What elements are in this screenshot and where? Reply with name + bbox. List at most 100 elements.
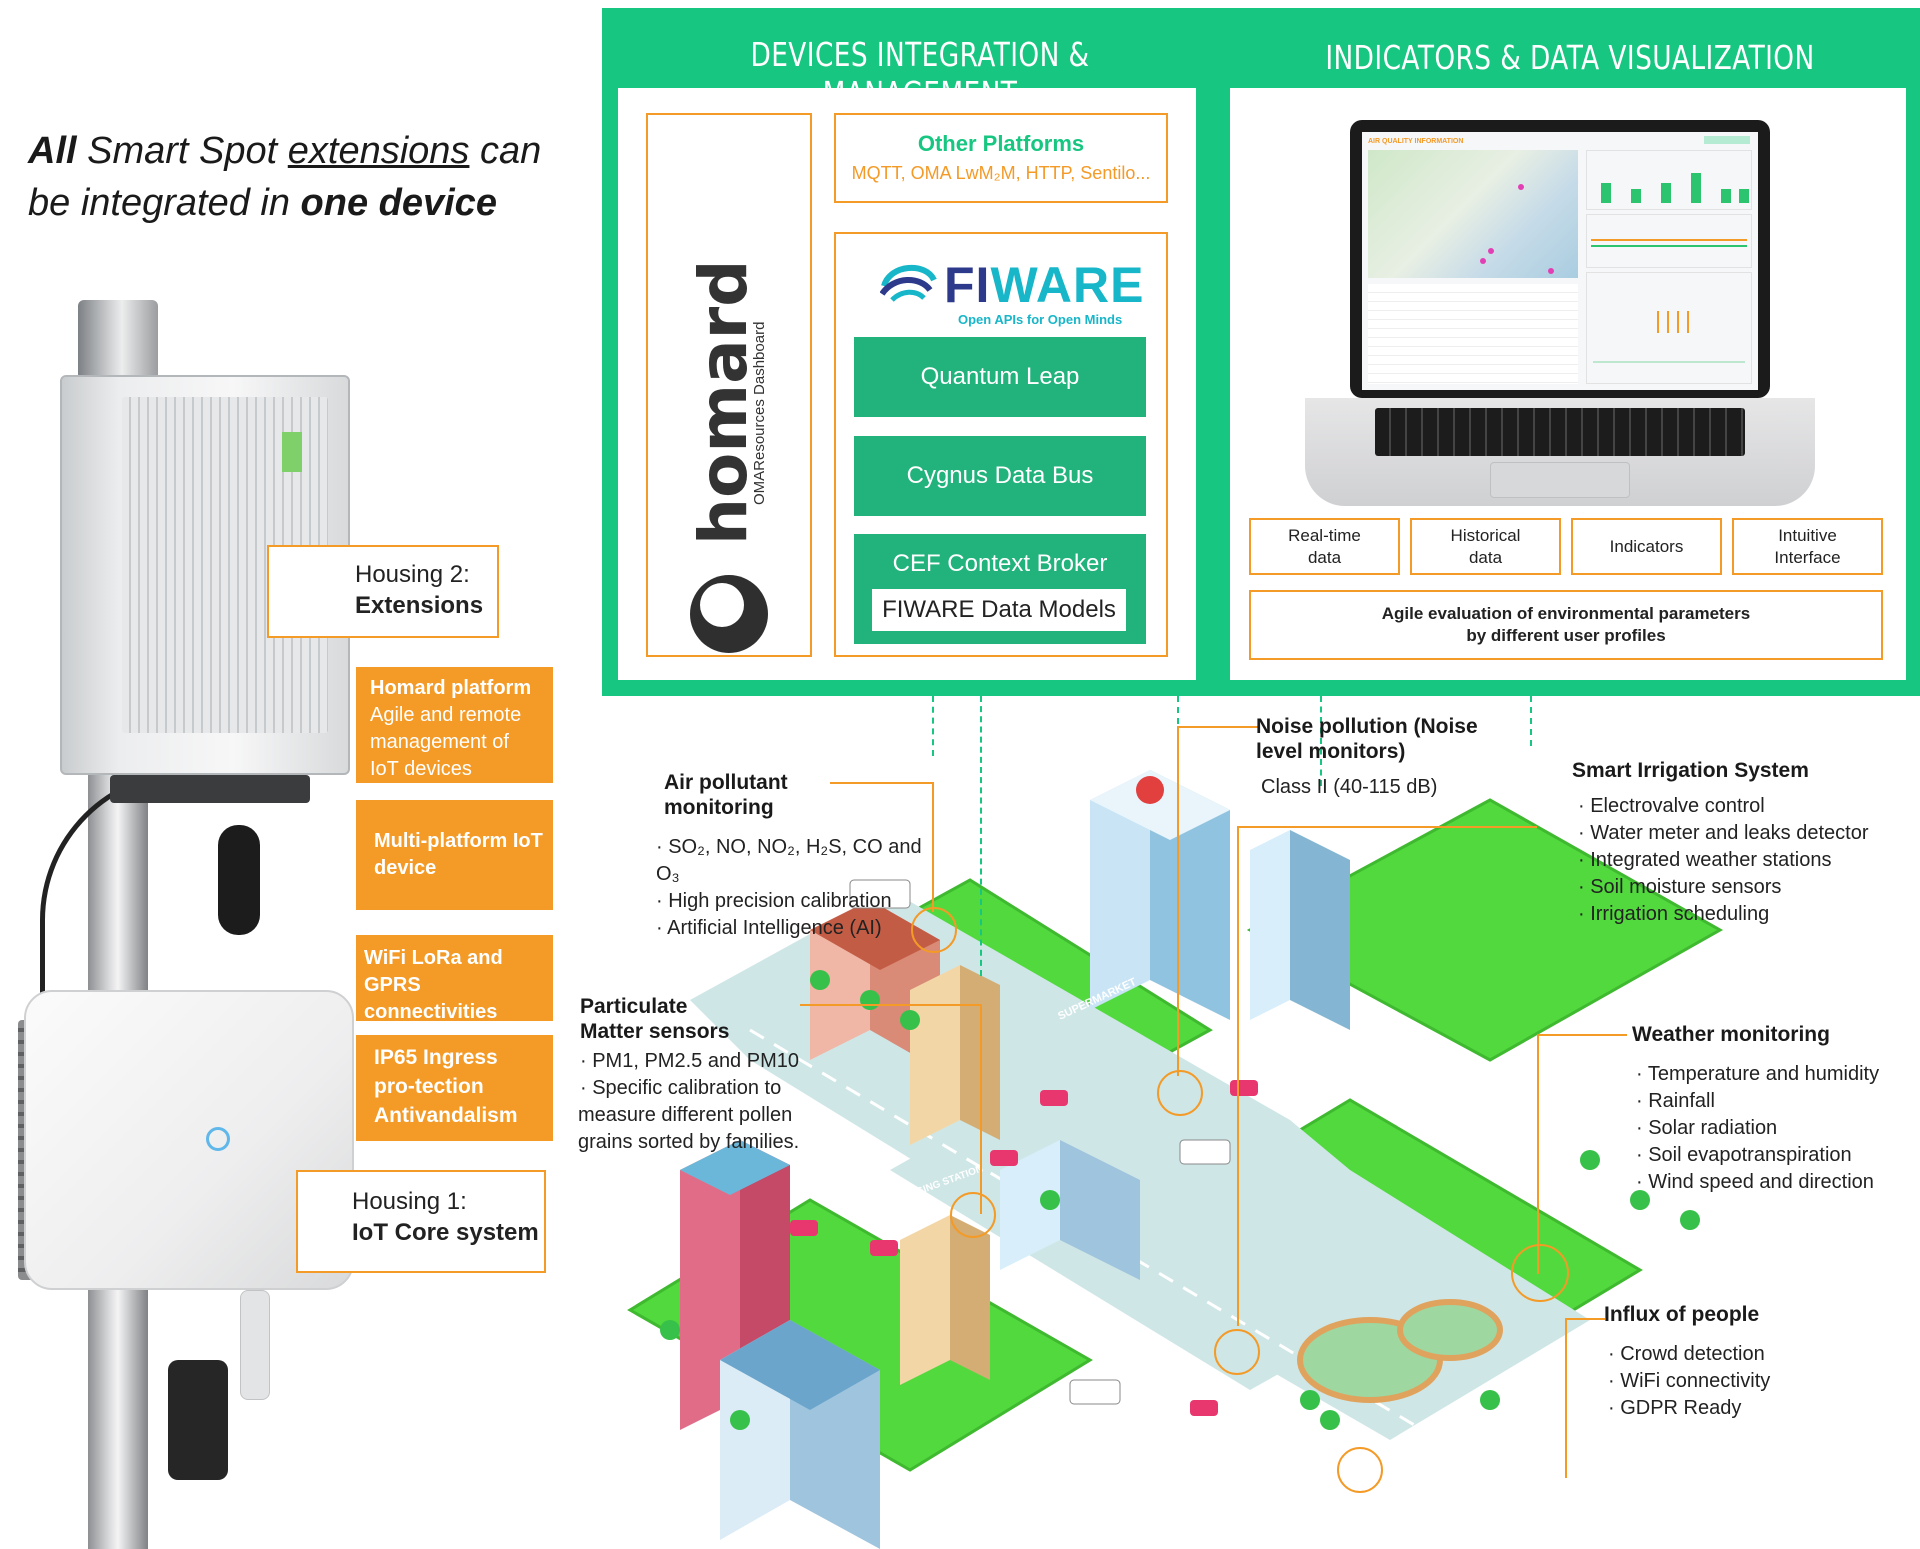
- label-intuitive-line2: Interface: [1774, 547, 1841, 567]
- air-item-3: Artificial Intelligence (AI): [656, 915, 924, 942]
- irrigation-item-1: Electrovalve control: [1578, 793, 1912, 820]
- dashboard-screen: AIR QUALITY INFORMATION: [1362, 132, 1758, 390]
- cef-broker-block: CEF Context Broker FIWARE Data Models: [854, 534, 1146, 644]
- pm-title-1: Particulate: [580, 995, 688, 1018]
- air-item-2: High precision calibration: [656, 888, 924, 915]
- leader-pm-v: [980, 1004, 982, 1214]
- annotation-influx: Influx of people Crowd detection WiFi co…: [1604, 1302, 1844, 1422]
- influx-item-1: Crowd detection: [1608, 1341, 1844, 1368]
- pm-sensor: [168, 1360, 228, 1480]
- leader-noise-h: [1177, 726, 1259, 728]
- weather-item-1: Temperature and humidity: [1636, 1061, 1912, 1088]
- weather-item-2: Rainfall: [1636, 1088, 1912, 1115]
- noise-detail: Class II (40-115 dB): [1261, 776, 1438, 798]
- leader-weather-v: [1537, 1034, 1539, 1274]
- annotation-irrigation: Smart Irrigation System Electrovalve con…: [1572, 758, 1912, 928]
- homard-logo-icon: [690, 575, 768, 653]
- fiware-box: FIWARE Open APIs for Open Minds Quantum …: [834, 232, 1168, 657]
- leader-influx-h: [1565, 1318, 1605, 1320]
- air-item-1: SO₂, NO, NO₂, H₂S, CO and O₃: [656, 834, 924, 888]
- irrigation-title: Smart Irrigation System: [1572, 759, 1809, 782]
- housing-2-title: Housing 2:: [355, 561, 470, 588]
- smart-city-illustration: SUPERMARKET CHARGING STATION: [627, 770, 1724, 1549]
- fiware-ware: WARE: [990, 257, 1145, 313]
- homard-subtitle: OMAResources Dashboard: [751, 321, 768, 505]
- dashboard-map: [1368, 150, 1578, 278]
- headline-extensions: extensions: [287, 130, 470, 172]
- housing-1-label: Housing 1: IoT Core system: [296, 1170, 546, 1273]
- feature-homard-text: Agile and remote management of IoT devic…: [370, 704, 522, 780]
- influx-item-2: WiFi connectivity: [1608, 1368, 1844, 1395]
- building-beige-block: [910, 965, 1000, 1145]
- leader-irrigation-v: [1237, 826, 1239, 1326]
- leader-influx-v: [1565, 1318, 1567, 1478]
- fiware-wordmark: FIWARE: [944, 256, 1144, 314]
- pole-cap: [78, 300, 158, 380]
- noise-title-1: Noise pollution (Noise: [1256, 715, 1478, 738]
- label-historical-line1: Historical: [1450, 525, 1521, 545]
- sensor-pm-marker: [950, 1192, 996, 1238]
- fiware-fi: FI: [944, 257, 991, 313]
- influx-item-3: GDPR Ready: [1608, 1395, 1844, 1422]
- dashboard-button: [1704, 136, 1750, 144]
- connector-strip: [110, 775, 310, 803]
- label-indicators-line1: Indicators: [1609, 536, 1684, 556]
- feature-multiplatform-title: Multi-platform IoT device: [374, 830, 543, 879]
- annotation-weather: Weather monitoring Temperature and humid…: [1632, 1022, 1912, 1196]
- pm-extra-1: measure different pollen: [578, 1104, 793, 1126]
- homard-box: homard OMAResources Dashboard: [646, 113, 812, 657]
- feature-connectivity: WiFi LoRa and GPRS connectivities: [356, 935, 553, 1023]
- leader-irrigation-h: [1237, 826, 1537, 828]
- device-sticker: [282, 432, 302, 472]
- feature-connectivity-title: WiFi LoRa and GPRS connectivities: [364, 947, 503, 1023]
- headline-can: can: [469, 130, 542, 172]
- laptop-screen: AIR QUALITY INFORMATION: [1350, 120, 1770, 398]
- dash-connector-2: [980, 696, 982, 976]
- pm-item-1: PM1, PM2.5 and PM10: [580, 1048, 810, 1075]
- air-title-2: monitoring: [664, 796, 774, 819]
- dash-connector-4: [1320, 696, 1322, 786]
- influx-title: Influx of people: [1604, 1303, 1760, 1326]
- other-platforms-list: MQTT, OMA LwM₂M, HTTP, Sentilo...: [851, 163, 1151, 183]
- pm-extra-2: grains sorted by families.: [578, 1131, 800, 1153]
- pm-title-2: Matter sensors: [580, 1020, 730, 1043]
- dashboard-line-chart: [1586, 214, 1752, 268]
- homard-wordmark: homard: [685, 259, 762, 545]
- feature-ip65-title: IP65 Ingress pro-tection Antivandalism: [374, 1046, 518, 1127]
- housing-2-subtitle: Extensions: [355, 592, 484, 619]
- label-realtime-line2: data: [1307, 547, 1342, 567]
- leader-noise-v: [1177, 726, 1179, 1076]
- headline-all: All: [28, 130, 77, 172]
- dashboard-histogram: [1586, 272, 1752, 384]
- sensor-weather-marker: [1511, 1244, 1569, 1302]
- label-historical-line2: data: [1468, 547, 1503, 567]
- air-title-1: Air pollutant: [664, 771, 788, 794]
- noise-microphone: [218, 825, 260, 935]
- housing-1-title: Housing 1:: [352, 1188, 467, 1215]
- noise-title-2: level monitors): [1256, 740, 1406, 763]
- other-platforms-box: Other Platforms MQTT, OMA LwM₂M, HTTP, S…: [834, 113, 1168, 203]
- weather-item-4: Soil evapotranspiration: [1636, 1142, 1912, 1169]
- headline-one-device: one device: [300, 182, 497, 224]
- headline: All Smart Spot extensions can be integra…: [28, 125, 548, 229]
- feature-multiplatform: Multi-platform IoT device: [356, 800, 553, 910]
- other-platforms-title: Other Platforms: [917, 131, 1085, 156]
- weather-item-3: Solar radiation: [1636, 1115, 1912, 1142]
- weather-title: Weather monitoring: [1632, 1023, 1830, 1046]
- feature-homard-title: Homard platform: [370, 677, 532, 699]
- quantum-leap-block: Quantum Leap: [854, 337, 1146, 417]
- device-logo-icon: [206, 1127, 230, 1151]
- housing-1-subtitle: IoT Core system: [352, 1219, 539, 1246]
- antenna-tube: [240, 1290, 270, 1400]
- irrigation-item-2: Water meter and leaks detector: [1578, 820, 1912, 847]
- fiware-logo-icon: [879, 256, 938, 308]
- weather-item-5: Wind speed and direction: [1636, 1169, 1912, 1196]
- irrigation-item-3: Integrated weather stations: [1578, 847, 1912, 874]
- dashboard-title: AIR QUALITY INFORMATION: [1368, 138, 1464, 145]
- feature-ip65: IP65 Ingress pro-tection Antivandalism: [356, 1035, 553, 1141]
